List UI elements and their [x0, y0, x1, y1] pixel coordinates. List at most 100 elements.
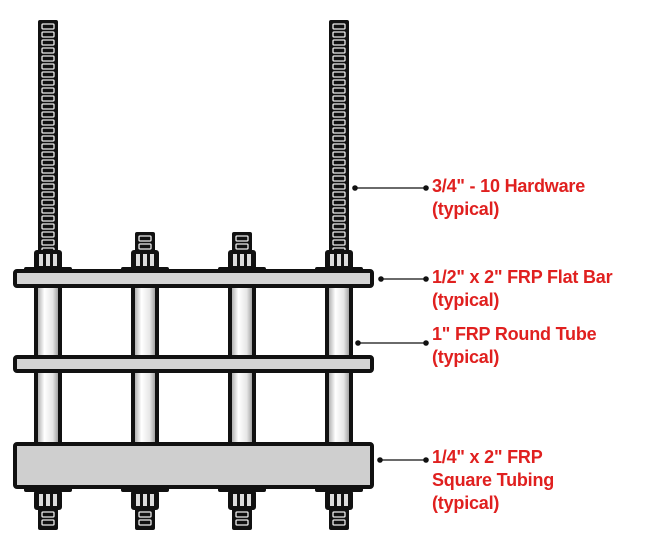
thread-mark — [332, 175, 346, 182]
thread-mark — [235, 235, 249, 242]
thread-mark — [41, 127, 55, 134]
thread-mark — [332, 103, 346, 110]
thread-mark — [235, 519, 249, 526]
top-flat-bar — [13, 269, 374, 288]
nut-face — [344, 494, 348, 506]
thread-mark — [41, 63, 55, 70]
thread-mark — [138, 511, 152, 518]
thread-mark — [332, 55, 346, 62]
nut-face — [150, 254, 154, 266]
thread-mark — [332, 215, 346, 222]
middle-flat-bar — [13, 355, 374, 373]
leader-dot — [377, 457, 383, 463]
nut-face — [143, 494, 147, 506]
thread-mark — [332, 79, 346, 86]
thread-mark — [41, 39, 55, 46]
thread-mark — [41, 119, 55, 126]
nut-face — [53, 254, 57, 266]
thread-mark — [332, 511, 346, 518]
label-square-tubing-line1: 1/4" x 2" FRP — [432, 447, 543, 467]
thread-mark — [41, 175, 55, 182]
thread-mark — [235, 243, 249, 250]
thread-mark — [41, 111, 55, 118]
leader-dot — [378, 276, 384, 282]
nut-face — [233, 494, 237, 506]
label-flat-bar: 1/2" x 2" FRP Flat Bar (typical) — [432, 266, 613, 312]
leader-dot — [423, 185, 429, 191]
thread-mark — [332, 223, 346, 230]
threaded-rod — [135, 508, 155, 530]
leader-dot — [355, 340, 361, 346]
thread-mark — [332, 519, 346, 526]
thread-mark — [332, 39, 346, 46]
thread-mark — [332, 207, 346, 214]
thread-mark — [41, 71, 55, 78]
thread-mark — [41, 183, 55, 190]
thread-mark — [41, 55, 55, 62]
thread-mark — [332, 231, 346, 238]
nut-face — [330, 254, 334, 266]
nut-face — [39, 494, 43, 506]
thread-mark — [41, 151, 55, 158]
thread-mark — [138, 243, 152, 250]
thread-mark — [332, 191, 346, 198]
thread-mark — [332, 239, 346, 246]
thread-mark — [332, 127, 346, 134]
nut-face — [344, 254, 348, 266]
nut-face — [39, 254, 43, 266]
thread-mark — [332, 47, 346, 54]
thread-mark — [41, 223, 55, 230]
thread-mark — [332, 143, 346, 150]
thread-mark — [41, 191, 55, 198]
leader-dot — [423, 340, 429, 346]
thread-mark — [332, 95, 346, 102]
square-tubing-box — [13, 442, 374, 489]
label-square-tubing: 1/4" x 2" FRP Square Tubing (typical) — [432, 446, 554, 515]
label-hardware-line1: 3/4" - 10 Hardware — [432, 176, 586, 196]
thread-mark — [332, 87, 346, 94]
thread-mark — [235, 511, 249, 518]
label-flat-bar-line2: (typical) — [432, 290, 500, 310]
nut-face — [46, 254, 50, 266]
nut-face — [330, 494, 334, 506]
thread-mark — [332, 167, 346, 174]
threaded-rod — [232, 508, 252, 530]
thread-mark — [138, 519, 152, 526]
leader-dot — [423, 276, 429, 282]
nut-face — [337, 254, 341, 266]
thread-mark — [41, 199, 55, 206]
thread-mark — [332, 199, 346, 206]
leader-lines — [352, 185, 429, 463]
thread-mark — [41, 103, 55, 110]
thread-mark — [41, 79, 55, 86]
nut-face — [136, 254, 140, 266]
nut-face — [247, 254, 251, 266]
thread-mark — [41, 23, 55, 30]
thread-mark — [41, 239, 55, 246]
label-round-tube-line2: (typical) — [432, 347, 500, 367]
thread-mark — [41, 215, 55, 222]
label-hardware-line2: (typical) — [432, 199, 500, 219]
thread-mark — [41, 511, 55, 518]
leader-dot — [352, 185, 358, 191]
label-square-tubing-line2: Square Tubing — [432, 470, 555, 490]
thread-mark — [332, 71, 346, 78]
nut-face — [136, 494, 140, 506]
thread-mark — [41, 143, 55, 150]
thread-mark — [332, 111, 346, 118]
thread-mark — [332, 159, 346, 166]
thread-mark — [332, 135, 346, 142]
thread-mark — [332, 23, 346, 30]
thread-mark — [41, 231, 55, 238]
thread-mark — [41, 47, 55, 54]
nut-face — [240, 494, 244, 506]
label-round-tube-line1: 1" FRP Round Tube — [432, 324, 597, 344]
thread-mark — [41, 167, 55, 174]
nut-face — [46, 494, 50, 506]
thread-mark — [41, 31, 55, 38]
label-square-tubing-line3: (typical) — [432, 493, 500, 513]
threaded-rod — [329, 508, 349, 530]
thread-mark — [41, 95, 55, 102]
leader-dot — [423, 457, 429, 463]
